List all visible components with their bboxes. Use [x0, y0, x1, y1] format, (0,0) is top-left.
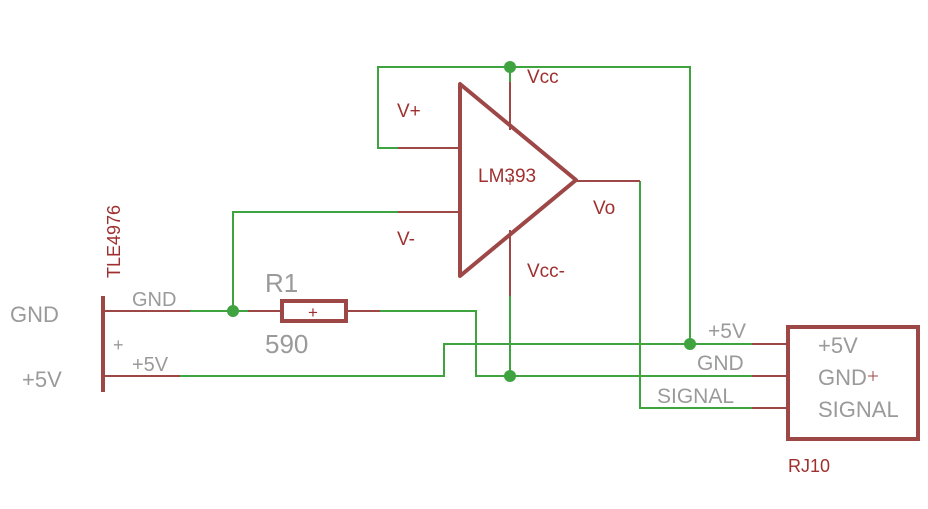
rj10-pin-label-gnd: GND — [818, 365, 867, 390]
opamp-label-vo: Vo — [593, 198, 615, 219]
wire-vplus-loop — [377, 66, 691, 344]
opamp-label-vcc-neg: Vcc- — [527, 261, 565, 282]
opamp-label-vplus: V+ — [397, 101, 421, 122]
sensor-plus-mark: + — [113, 335, 124, 355]
sensor-pin-gnd-inner: GND — [132, 289, 176, 311]
sensor-pin-5v-outer: +5V — [22, 367, 62, 392]
rj10-name: RJ10 — [788, 456, 830, 476]
junction-5v-right — [684, 338, 696, 350]
symbols — [101, 82, 920, 441]
junction-gnd-left — [227, 305, 239, 317]
resistor-plus-mark: + — [308, 303, 318, 322]
wires — [180, 66, 785, 409]
junctions — [227, 61, 696, 382]
wire-vo-signal — [639, 181, 785, 409]
resistor-name: R1 — [265, 268, 298, 298]
rj10-wire-label-5v: +5V — [708, 320, 746, 343]
opamp-label-vcc: Vcc — [527, 67, 559, 88]
opamp-name: LM393 — [478, 166, 536, 187]
opamp-label-vminus: V- — [397, 229, 415, 250]
wire-vminus — [232, 211, 398, 311]
junction-gnd-bottom — [504, 370, 516, 382]
wire-resistor-gnd — [380, 310, 785, 377]
rj10-wire-label-signal: SIGNAL — [657, 385, 734, 408]
resistor-value: 590 — [265, 329, 308, 359]
junction-vcc-top — [504, 61, 516, 73]
sensor-name: TLE4976 — [104, 205, 124, 278]
sensor-pin-gnd-outer: GND — [10, 302, 59, 327]
sensor-pin-5v-inner: +5V — [132, 354, 169, 376]
rj10-pin-label-5v: +5V — [818, 333, 858, 358]
rj10-pin-label-signal: SIGNAL — [818, 397, 899, 422]
rj10-box — [786, 325, 920, 441]
wire-sensor-5v — [180, 343, 690, 377]
rj10-wire-label-gnd: GND — [697, 352, 744, 375]
opamp-triangle — [458, 82, 578, 278]
